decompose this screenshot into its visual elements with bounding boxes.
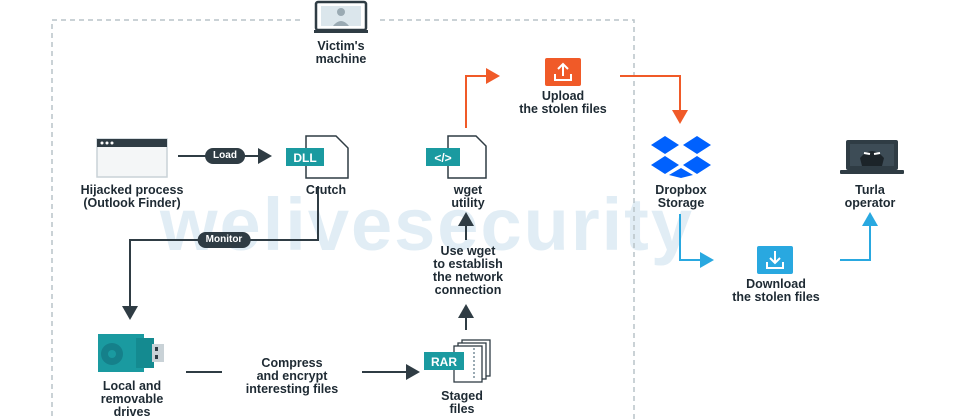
hacker-laptop-icon [840,140,904,174]
browser-window-icon [96,138,168,178]
monitor-label: Monitor [197,232,251,248]
upload-step-label: Upload the stolen files [519,89,607,116]
download-to-turla-arrow [840,212,878,261]
turla-operator-label: Turla operator [844,183,896,210]
download-icon [757,246,793,274]
wget-utility-label: wget utility [451,183,485,210]
usb-drive-icon [98,334,164,372]
crutch-label: Crutch [305,183,347,197]
use-wget-step-label: Use wget to establish the network connec… [432,244,504,297]
staged-files-label: Staged files [441,389,483,416]
code-file-icon: </> [426,135,487,179]
victim-boundary [51,19,635,420]
rar-text: RAR [431,355,457,369]
code-text: </> [434,151,451,165]
compress-step-label: Compress and encrypt interesting files [245,356,339,396]
monitor-icon [314,0,368,33]
upload-icon [545,58,581,86]
wget-to-upload-arrow [465,68,500,128]
victim-machine-label: Victim's machine [315,39,367,66]
dll-file-icon: DLL [286,135,349,179]
dropbox-to-download-arrow [679,214,714,268]
dropbox-icon [651,136,711,178]
dropbox-storage-label: Dropbox Storage [655,183,707,210]
load-label: Load [205,148,245,164]
watermark: welivesecurity [160,183,694,266]
dll-text: DLL [293,151,316,165]
local-drives-label: Local and removable drives [100,379,164,419]
upload-to-dropbox-arrow [620,75,688,124]
download-step-label: Download the stolen files [732,277,820,304]
rar-archive-icon: RAR [424,339,491,383]
hijacked-process-label: Hijacked process (Outlook Finder) [80,183,184,210]
